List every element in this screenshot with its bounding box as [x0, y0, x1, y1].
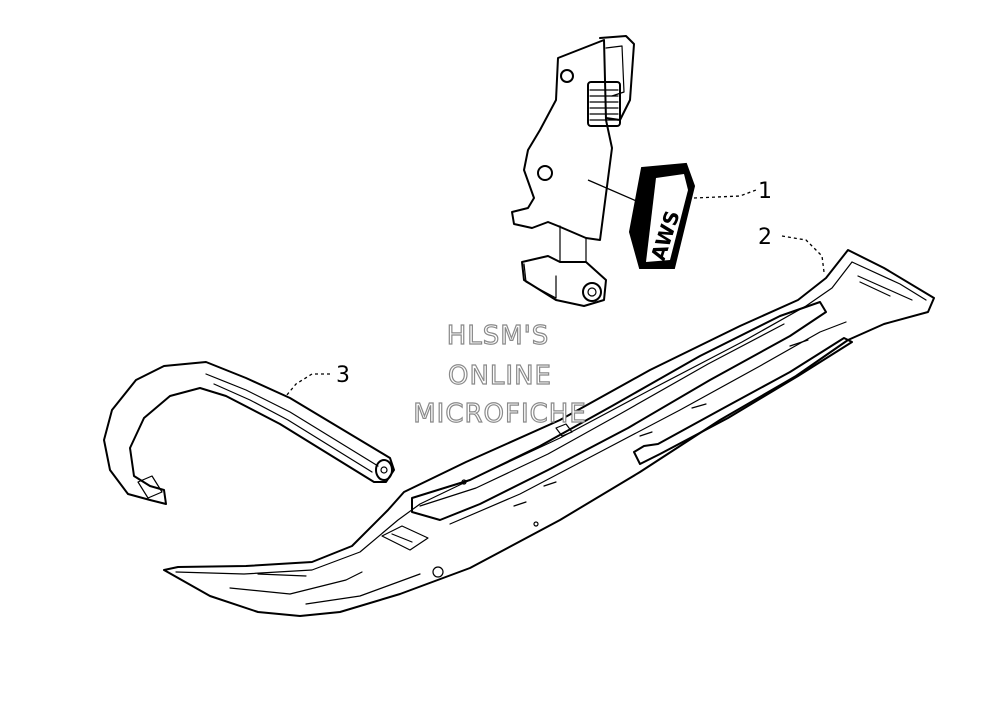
ski-loop	[103, 361, 395, 505]
callout-3: 3	[336, 363, 350, 388]
aws-decal: AWS	[628, 162, 696, 269]
leader-lines	[285, 179, 825, 397]
watermark: HLSM'S ONLINE MICROFICHE	[413, 320, 587, 429]
callout-1: 1	[758, 179, 772, 204]
callout-2: 2	[758, 225, 772, 250]
watermark-line-3: MICROFICHE	[413, 399, 587, 429]
spindle-bracket	[511, 35, 635, 307]
ski	[163, 249, 935, 617]
watermark-line-1: HLSM'S	[447, 321, 550, 351]
watermark-line-2: ONLINE	[448, 361, 552, 391]
